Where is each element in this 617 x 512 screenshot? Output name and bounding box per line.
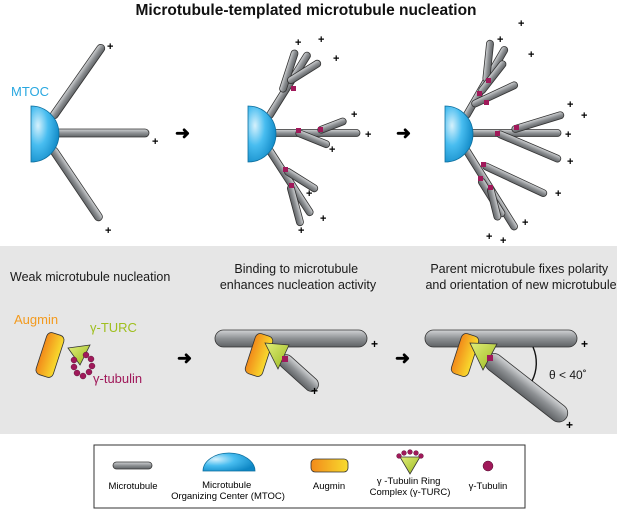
arrow-right-icon: ➜ xyxy=(396,123,411,143)
plus-end-label: + xyxy=(311,384,318,398)
plus-end-label: + xyxy=(295,37,301,49)
mtoc-dome xyxy=(247,105,277,163)
plus-end-label: + xyxy=(107,41,113,53)
angle-label: θ < 40˚ xyxy=(549,368,587,382)
plus-end-label: + xyxy=(566,418,573,432)
plus-end-label: + xyxy=(581,337,588,351)
plus-end-label: + xyxy=(318,34,324,46)
mtoc-dome xyxy=(30,105,60,163)
top-stage-3: + + + + + + + + + + + xyxy=(444,18,587,247)
legend-line: Organizing Center (MTOC) xyxy=(171,491,285,502)
microtubule xyxy=(279,49,299,93)
caption-line: enhances nucleation activity xyxy=(220,278,377,292)
legend-microtubule-icon xyxy=(112,461,153,470)
plus-end-label: + xyxy=(329,144,335,156)
caption-line: Binding to microtubule xyxy=(234,262,358,276)
caption-line: and orientation of new microtubule xyxy=(425,278,616,292)
arrow-right-icon: ➜ xyxy=(177,348,192,368)
plus-end-label: + xyxy=(500,235,506,247)
microtubule xyxy=(49,146,103,222)
legend-label: Microtubule xyxy=(108,481,157,492)
plus-end-label: + xyxy=(486,231,492,243)
legend-gamma-turc-icon xyxy=(396,449,424,475)
mtoc-label: MTOC xyxy=(11,84,49,99)
legend-label: Augmin xyxy=(313,481,345,492)
plus-end-label: + xyxy=(351,109,357,121)
gamma-tubulin-markers xyxy=(283,86,323,188)
caption-line: Weak microtubule nucleation xyxy=(10,270,170,284)
plus-end-label: + xyxy=(152,136,158,148)
plus-end-label: + xyxy=(555,188,561,200)
stage-2-caption: Binding to microtubule enhances nucleati… xyxy=(220,262,377,292)
top-stage-1: MTOC + + + xyxy=(11,41,158,237)
legend-line: Complex (γ-TURC) xyxy=(370,487,451,498)
mtoc-dome xyxy=(444,105,474,163)
gamma-turc-label: γ-TURC xyxy=(90,320,137,335)
plus-end-label: + xyxy=(320,213,326,225)
parent-microtubule xyxy=(424,329,578,348)
plus-end-label: + xyxy=(518,18,524,30)
stage-1-components: Augmin γ-TURC γ-tubulin xyxy=(14,312,142,386)
arrow-right-icon: ➜ xyxy=(395,348,410,368)
legend-label: γ -Tubulin Ring Complex (γ-TURC) xyxy=(370,476,451,498)
plus-end-label: + xyxy=(528,49,534,61)
plus-end-label: + xyxy=(581,110,587,122)
microtubule xyxy=(287,59,322,85)
legend-gamma-tubulin-icon xyxy=(482,460,494,472)
legend-label: γ-Tubulin xyxy=(469,481,508,492)
gamma-tubulin-marker xyxy=(487,355,493,361)
stage-1-caption: Weak microtubule nucleation xyxy=(10,270,170,284)
gamma-tubulin-label: γ-tubulin xyxy=(93,371,142,386)
gamma-tubulin-marker xyxy=(282,356,288,362)
plus-end-label: + xyxy=(306,188,312,200)
legend-line: γ -Tubulin Ring xyxy=(377,476,441,487)
augmin-label: Augmin xyxy=(14,312,58,327)
microtubules-layer-1 xyxy=(49,43,150,222)
top-row: MTOC + + + ➜ xyxy=(11,18,587,247)
stage-3-complex: θ < 40˚ + + xyxy=(424,329,588,432)
angle-arc xyxy=(531,346,537,382)
plus-end-label: + xyxy=(371,337,378,351)
microtubule xyxy=(471,81,519,108)
parent-microtubule xyxy=(214,329,368,348)
microtubule xyxy=(49,43,106,120)
gamma-tubulin-markers xyxy=(477,78,519,190)
plus-end-label: + xyxy=(105,225,111,237)
top-stage-2: + + + + + + + + + xyxy=(247,34,371,237)
plus-end-label: + xyxy=(333,53,339,65)
caption-line: Parent microtubule fixes polarity xyxy=(430,262,609,276)
plus-end-label: + xyxy=(565,129,571,141)
microtubules-layer-2 xyxy=(265,49,361,227)
legend-label: Microtubule Organizing Center (MTOC) xyxy=(171,480,285,502)
legend-mtoc-icon xyxy=(202,452,256,472)
plus-end-label: + xyxy=(298,225,304,237)
stage-2-complex: + + xyxy=(214,329,378,398)
legend-line: γ-Tubulin xyxy=(469,481,508,492)
legend-box xyxy=(93,444,526,509)
figure-title: Microtubule-templated microtubule nuclea… xyxy=(135,2,476,19)
plus-end-label: + xyxy=(567,99,573,111)
augmin-shape xyxy=(35,332,65,378)
legend: Microtubule Microtubule Organizing Cente… xyxy=(93,444,526,509)
stage-3-caption: Parent microtubule fixes polarity and or… xyxy=(425,262,616,292)
plus-end-label: + xyxy=(497,34,503,46)
microtubule xyxy=(511,111,565,133)
plus-end-label: + xyxy=(522,217,528,229)
arrow-right-icon: ➜ xyxy=(175,123,190,143)
plus-end-label: + xyxy=(365,129,371,141)
gamma-tubulin-ring xyxy=(70,351,96,380)
microtubules-layer-3 xyxy=(462,39,565,231)
microtubule xyxy=(52,128,150,138)
legend-line: Microtubule xyxy=(202,480,251,491)
legend-augmin-icon xyxy=(310,458,349,473)
legend-line: Microtubule xyxy=(108,481,157,492)
legend-line: Augmin xyxy=(313,481,345,492)
plus-end-label: + xyxy=(567,156,573,168)
